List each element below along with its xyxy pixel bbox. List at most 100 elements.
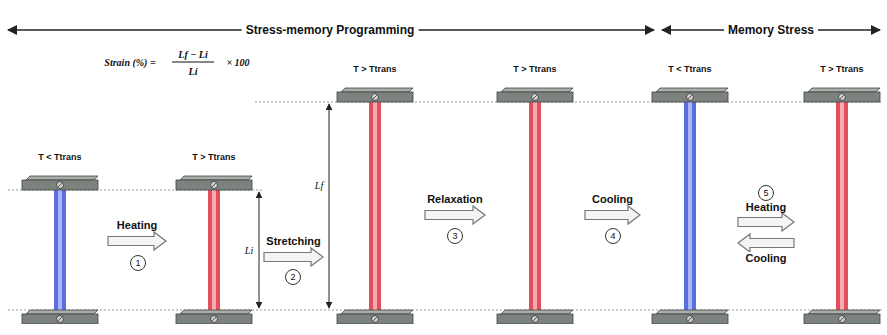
clamp	[176, 180, 252, 190]
clamp-top-face	[808, 310, 880, 314]
step-label: Relaxation	[425, 193, 485, 205]
screw	[57, 182, 64, 189]
specimen-drawing	[174, 152, 254, 324]
step-label: Cooling	[744, 252, 789, 264]
clamp	[22, 180, 98, 190]
temperature-label: T > Ttrans	[335, 64, 415, 74]
specimen-drawing	[495, 64, 575, 324]
phase-title: Stress-memory Programming	[242, 23, 419, 37]
clamp-top-face	[808, 88, 880, 92]
formula-text: Lf − Li	[178, 49, 207, 60]
screw-slot	[840, 95, 845, 100]
block-arrow	[738, 213, 794, 231]
clamp-top-face	[656, 310, 728, 314]
clamp	[176, 314, 252, 324]
strip-highlight	[58, 190, 62, 310]
screw	[211, 316, 218, 323]
screw-slot	[373, 317, 378, 322]
screw-slot	[58, 317, 63, 322]
specimen-drawing	[335, 64, 415, 324]
block-arrow	[585, 206, 640, 224]
specimen-drawing	[20, 152, 100, 324]
screw	[372, 94, 379, 101]
block-arrow	[108, 232, 166, 250]
specimen: T > Ttrans	[495, 64, 575, 324]
clamp	[497, 314, 573, 324]
clamp	[804, 92, 880, 102]
block-arrow	[738, 234, 794, 252]
strip-highlight	[840, 102, 844, 310]
phase-title: Memory Stress	[724, 23, 818, 37]
screw	[211, 182, 218, 189]
clamp-top-face	[180, 310, 252, 314]
clamp	[337, 314, 413, 324]
screw	[372, 316, 379, 323]
callout-number: 4	[605, 228, 621, 244]
clamp-top-face	[180, 176, 252, 180]
clamp	[337, 92, 413, 102]
block-arrow	[264, 248, 323, 266]
screw-slot	[58, 183, 63, 188]
temperature-label: T > Ttrans	[802, 64, 882, 74]
screw-slot	[533, 317, 538, 322]
screw	[687, 316, 694, 323]
specimen-drawing	[650, 64, 730, 324]
step-label: Heating	[744, 201, 788, 213]
temperature-label: T < Ttrans	[650, 64, 730, 74]
formula-text: × 100	[226, 57, 249, 68]
polymer-strip	[208, 190, 220, 310]
screw-slot	[212, 183, 217, 188]
callout-number: 2	[285, 269, 301, 285]
callout-number: 5	[758, 185, 774, 201]
temperature-label: T > Ttrans	[174, 152, 254, 162]
step-label: Cooling	[590, 193, 635, 205]
specimen-drawing	[802, 64, 882, 324]
polymer-strip	[529, 102, 541, 310]
screw	[687, 94, 694, 101]
screw	[57, 316, 64, 323]
formula-text: Li	[189, 66, 198, 77]
dimension-line	[259, 192, 260, 308]
temperature-label: T > Ttrans	[495, 64, 575, 74]
clamp-top-face	[26, 176, 98, 180]
specimen: T > Ttrans	[174, 152, 254, 324]
screw-slot	[688, 317, 693, 322]
specimen: T > Ttrans	[335, 64, 415, 324]
polymer-strip	[54, 190, 66, 310]
clamp-top-face	[26, 310, 98, 314]
screw	[839, 94, 846, 101]
strip-highlight	[212, 190, 216, 310]
step-label: Stretching	[264, 235, 322, 247]
dimension-label: Lf	[314, 180, 324, 191]
polymer-strip	[369, 102, 381, 310]
clamp-top-face	[341, 88, 413, 92]
screw-slot	[688, 95, 693, 100]
fraction-bar	[172, 62, 214, 63]
temperature-label: T < Ttrans	[20, 152, 100, 162]
step-label: Heating	[115, 219, 159, 231]
clamp	[804, 314, 880, 324]
screw-slot	[373, 95, 378, 100]
dimension-line	[329, 104, 330, 308]
clamp	[497, 92, 573, 102]
clamp-top-face	[656, 88, 728, 92]
screw-slot	[533, 95, 538, 100]
clamp	[652, 92, 728, 102]
reference-line	[8, 310, 882, 311]
specimen: T < Ttrans	[650, 64, 730, 324]
polymer-strip	[684, 102, 696, 310]
screw	[532, 316, 539, 323]
clamp-top-face	[341, 310, 413, 314]
block-arrow	[425, 206, 485, 224]
screw-slot	[840, 317, 845, 322]
strip-highlight	[533, 102, 537, 310]
clamp	[652, 314, 728, 324]
screw	[839, 316, 846, 323]
polymer-strip	[836, 102, 848, 310]
clamp	[22, 314, 98, 324]
clamp-top-face	[501, 310, 573, 314]
callout-number: 1	[130, 255, 146, 271]
